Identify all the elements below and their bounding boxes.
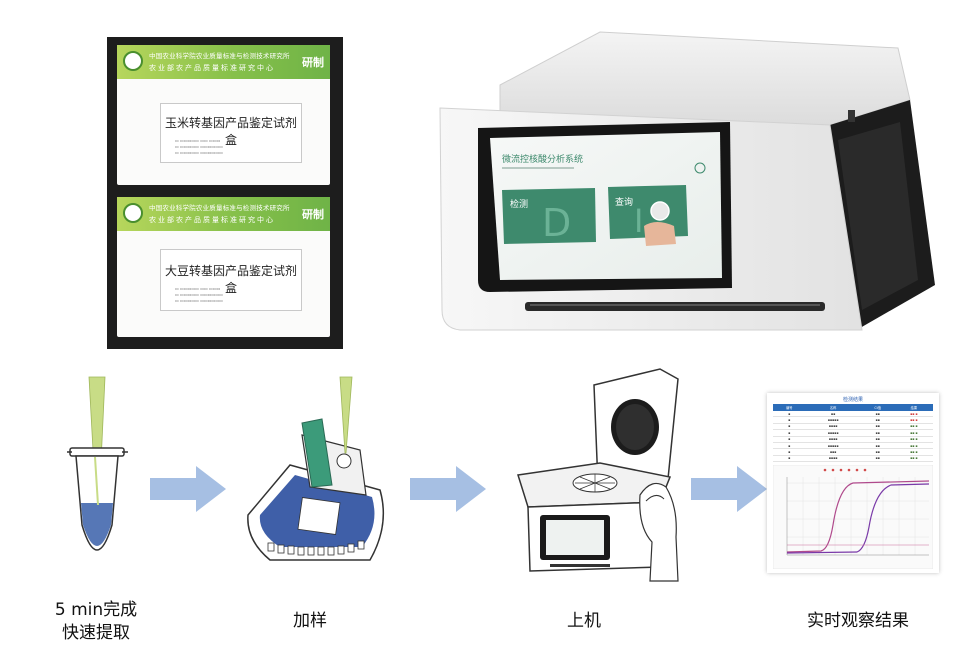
column-header: 名称 — [805, 404, 861, 411]
kit-org-line2: 农业部农产品质量标准研究中心 — [149, 216, 275, 224]
amplification-curve — [786, 480, 930, 553]
institute-logo-icon — [123, 203, 143, 223]
chip-loading-illustration — [247, 376, 385, 561]
settings-icon — [694, 162, 706, 174]
detect-button-label: 检测 — [510, 198, 528, 210]
table-row: ▪▪▪▪▪▪▪ ▪ — [773, 411, 933, 418]
table-row: ▪▪▪▪▪▪▪▪▪▪ ▪ — [773, 416, 933, 424]
kit-label: 玉米转基因产品鉴定试剂盒 ▭ ▭▭▭▭▭ ▭▭ ▭▭▭▭ ▭▭▭▭▭ ▭▭▭▭▭… — [160, 103, 302, 163]
result-table: 编号 名称 Ct值 结果 ▪▪▪▪▪▪▪ ▪ ▪▪▪▪▪▪▪▪▪▪ ▪ ▪▪▪▪… — [773, 404, 933, 463]
microfluidic-analyzer: 微流控核酸分析系统 检测 D 查询 I — [439, 31, 935, 331]
step-extraction-label: 5 min完成 快速提取 — [54, 600, 138, 643]
svg-text:I: I — [634, 202, 643, 240]
kit-title: 玉米转基因产品鉴定试剂盒 — [164, 116, 297, 147]
column-header: 编号 — [773, 404, 806, 411]
detect-button: 检测 D — [502, 188, 596, 245]
kit-brand: 研制 — [302, 208, 324, 221]
kit-label: 大豆转基因产品鉴定试剂盒 ▭ ▭▭▭▭▭ ▭▭ ▭▭▭▭ ▭▭▭▭▭ ▭▭▭▭▭… — [160, 249, 302, 311]
extraction-tube-illustration — [67, 376, 128, 551]
table-row: ▪▪▪▪▪▪▪▪▪ ▪ — [773, 455, 933, 463]
kit-org-line2: 农业部农产品质量标准研究中心 — [149, 64, 275, 72]
instrument-loading-illustration — [517, 368, 679, 582]
institute-logo-icon — [123, 51, 143, 71]
table-row: ▪▪▪▪▪▪▪▪▪▪ ▪ — [773, 442, 933, 450]
result-report: 检测结果 编号 名称 Ct值 结果 ▪▪▪▪▪▪▪ ▪ ▪▪▪▪▪▪▪▪▪▪ ▪… — [767, 393, 939, 573]
table-row: ▪▪▪▪▪▪▪▪ ▪ — [773, 448, 933, 456]
column-header: 结果 — [894, 404, 933, 411]
amplification-plot — [773, 465, 933, 569]
kit-org-line1: 中国农业科学院农业质量标准与检测技术研究所 — [149, 204, 290, 212]
arrow-right-icon — [691, 466, 767, 512]
result-report-title: 检测结果 — [842, 397, 863, 403]
table-row: ▪▪▪▪▪▪▪▪▪ ▪ — [773, 423, 933, 431]
arrow-right-icon — [410, 466, 486, 512]
step-loading-label: 加样 — [293, 611, 327, 631]
amplification-curve — [786, 483, 930, 554]
arrow-right-icon — [150, 466, 226, 512]
svg-text:D: D — [542, 201, 571, 245]
table-row: ▪▪▪▪▪▪▪▪▪▪ ▪ — [773, 429, 933, 437]
step-instrument-label: 上机 — [567, 611, 601, 631]
column-header: Ct值 — [860, 404, 895, 411]
query-button-label: 查询 — [615, 196, 633, 208]
reagent-kit-photo: 中国农业科学院农业质量标准与检测技术研究所 农业部农产品质量标准研究中心 研制 … — [107, 37, 343, 349]
soybean-kit-box: 中国农业科学院农业质量标准与检测技术研究所 农业部农产品质量标准研究中心 研制 … — [117, 197, 330, 337]
table-row: ▪▪▪▪▪▪▪▪▪ ▪ — [773, 436, 933, 443]
step-result-label: 实时观察结果 — [807, 611, 909, 631]
kit-title: 大豆转基因产品鉴定试剂盒 — [164, 264, 297, 295]
maize-kit-box: 中国农业科学院农业质量标准与检测技术研究所 农业部农产品质量标准研究中心 研制 … — [117, 45, 330, 185]
query-button: 查询 I — [608, 185, 688, 246]
kit-brand: 研制 — [302, 56, 324, 69]
kit-org-line1: 中国农业科学院农业质量标准与检测技术研究所 — [149, 52, 290, 60]
screen-title: 微流控核酸分析系统 — [502, 153, 583, 165]
